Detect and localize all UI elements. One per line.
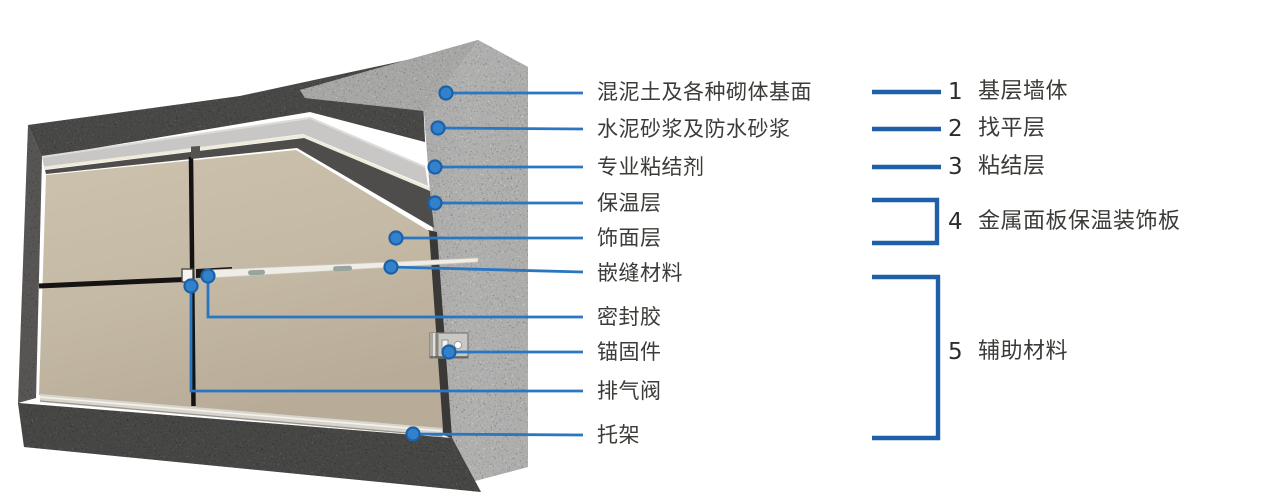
strip-capsule <box>333 265 353 272</box>
dot-joint-filler <box>383 259 399 275</box>
bottom-support-rail <box>39 394 443 437</box>
leader-dots <box>183 85 457 442</box>
label-bracket: 托架 <box>597 423 640 447</box>
leader-air-valve <box>189 286 583 393</box>
bottom-ledge <box>18 403 481 492</box>
dot-sealant <box>200 268 216 284</box>
dot-bracket <box>405 426 421 442</box>
group-5-bracket <box>872 274 941 441</box>
dot-cement-mortar <box>430 120 446 136</box>
label-joint-filler: 嵌缝材料 <box>597 261 683 285</box>
group-2-label: 找平层 <box>978 116 1046 141</box>
label-insulation-layer: 保温层 <box>597 191 662 215</box>
group-4-number: 4 <box>948 209 963 235</box>
group-3-label: 粘结层 <box>978 154 1046 179</box>
group-3-number: 3 <box>948 154 963 180</box>
panel-joint-horizontal <box>38 277 185 289</box>
insulation-band <box>45 138 434 228</box>
white-strip-line <box>43 134 430 191</box>
adhesive-top-highlight <box>41 116 426 168</box>
dot-air-valve <box>183 278 199 294</box>
dot-adhesive <box>427 159 443 175</box>
group-1-label: 基层墙体 <box>978 79 1069 104</box>
label-cement-mortar: 水泥砂浆及防水砂浆 <box>597 117 791 141</box>
leader-cement-mortar <box>437 126 584 131</box>
dot-anchor <box>441 344 457 360</box>
adhesive-band <box>42 117 428 186</box>
group-1-number: 1 <box>948 79 963 105</box>
group-2-number: 2 <box>948 116 963 142</box>
label-air-valve: 排气阀 <box>597 379 662 403</box>
leader-bracket <box>412 432 584 437</box>
label-finish-layer: 饰面层 <box>597 226 662 250</box>
group-5-number: 5 <box>948 339 963 365</box>
strip-capsule <box>248 269 266 276</box>
label-adhesive: 专业粘结剂 <box>597 155 705 179</box>
dot-concrete-substrate <box>438 85 454 101</box>
dot-finish-layer <box>388 230 404 246</box>
label-concrete-substrate: 混泥土及各种砌体基面 <box>597 80 812 104</box>
dot-insulation <box>427 195 443 211</box>
finish-panels <box>38 146 443 430</box>
group-4-label: 金属面板保温装饰板 <box>978 209 1181 234</box>
mortar-band <box>28 57 425 157</box>
group-5-label: 辅助材料 <box>978 339 1069 364</box>
label-sealant: 密封胶 <box>597 305 662 329</box>
concrete-top-wedge <box>300 40 478 111</box>
group-4-bracket <box>872 197 940 246</box>
leader-sealant <box>206 276 583 319</box>
leader-lines <box>189 91 584 437</box>
label-anchor: 锚固件 <box>597 340 662 364</box>
group-markers <box>872 89 941 441</box>
joint-top-notch <box>191 146 200 159</box>
wall-left-edge <box>18 125 42 403</box>
leader-joint-filler <box>390 265 584 274</box>
